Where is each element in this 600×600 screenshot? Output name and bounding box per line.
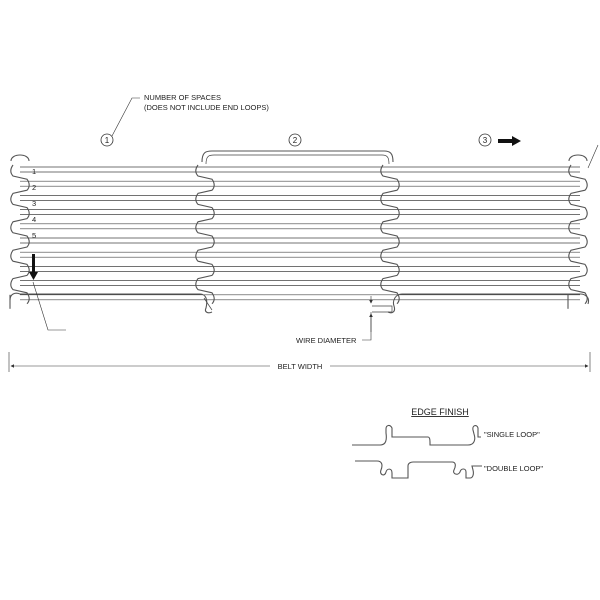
callout-2: 2	[288, 133, 302, 147]
left-edge-knuckles-top-loop	[10, 154, 30, 162]
single-loop-label: "SINGLE LOOP"	[484, 430, 540, 439]
callout-3: 3	[478, 133, 492, 147]
svg-text:2: 2	[293, 136, 298, 145]
wire-section	[372, 305, 393, 313]
left-edge-knuckles	[10, 164, 30, 305]
right-edge-knuckles-top-loop	[568, 154, 588, 162]
right-edge-leader	[587, 144, 599, 169]
excludes-end-loops-label: (DOES NOT INCLUDE END LOOPS)	[144, 103, 269, 112]
knuckle-column	[195, 164, 215, 305]
space-numbers: 1 2 3 4 5	[32, 167, 36, 240]
arrow-right-icon	[498, 136, 521, 146]
knuckle-column	[380, 164, 400, 305]
right-edge-knuckles	[568, 164, 588, 305]
bottom-wire-right	[387, 293, 590, 314]
center-top-loop	[201, 150, 394, 163]
spaces-leader-line	[111, 97, 140, 137]
space-number: 3	[32, 199, 36, 208]
number-of-spaces-label: NUMBER OF SPACES	[144, 93, 221, 102]
double-loop-label: "DOUBLE LOOP"	[484, 464, 543, 473]
space-number: 1	[32, 167, 36, 176]
center-top-loop-inner	[205, 154, 390, 165]
bottom-wire-joint	[203, 297, 213, 311]
svg-text:3: 3	[483, 136, 488, 145]
bottom-wire-left	[9, 292, 213, 314]
double-loop-profile	[355, 460, 482, 479]
edge-finish-title: EDGE FINISH	[411, 407, 469, 417]
space-number: 2	[32, 183, 36, 192]
wire-belt	[9, 150, 590, 314]
space-number: 5	[32, 231, 36, 240]
space-number: 4	[32, 215, 36, 224]
svg-text:1: 1	[105, 136, 110, 145]
wire-diameter-label: WIRE DIAMETER	[296, 336, 357, 345]
belt-width-label: BELT WIDTH	[278, 362, 323, 371]
wire-diameter-leader	[362, 312, 372, 341]
single-loop-profile	[352, 424, 481, 446]
callout-1: 1	[100, 133, 114, 147]
edge-leader-line	[32, 281, 66, 331]
arrow-down-icon	[29, 254, 38, 280]
